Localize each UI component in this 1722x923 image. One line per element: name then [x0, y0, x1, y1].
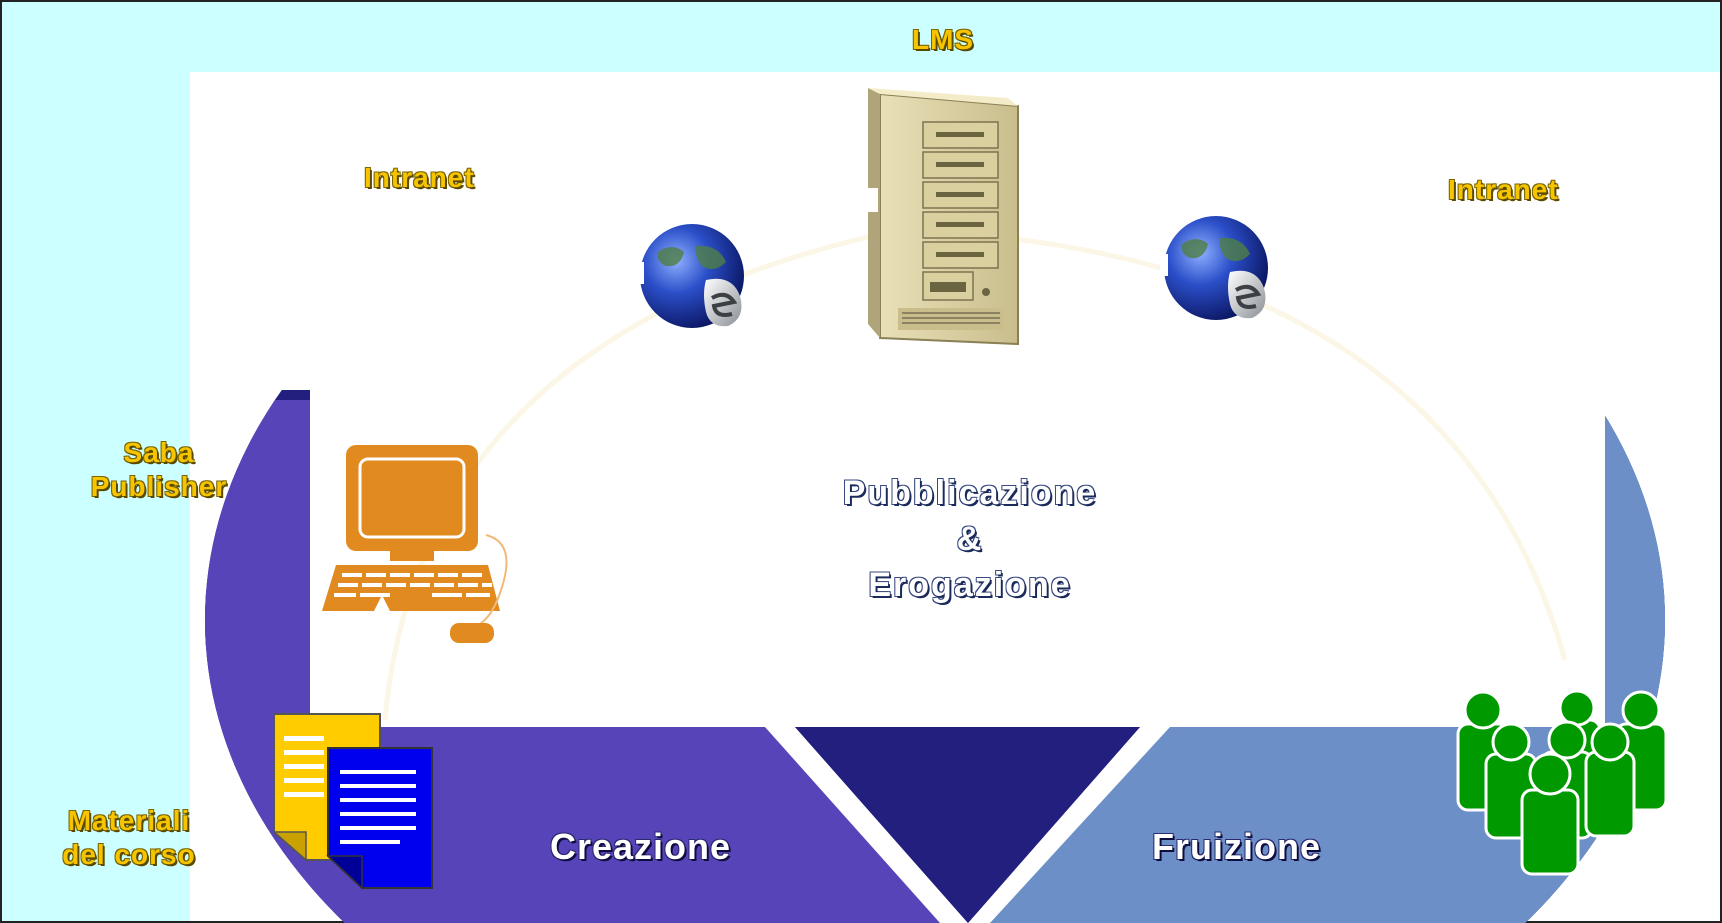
center-line-1: Pubblicazione [842, 474, 1098, 512]
center-line-3: Erogazione [868, 566, 1072, 604]
desktop-computer-icon [322, 445, 508, 643]
separator-right [968, 727, 1170, 923]
intranet-left-label: Intranet [364, 162, 475, 193]
creazione-label: Creazione [550, 826, 732, 867]
saba-publisher-label: Saba Publisher [66, 436, 252, 504]
publisher-line: Publisher [90, 471, 228, 502]
separator-left [765, 727, 968, 923]
intranet-right-label: Intranet [1448, 174, 1559, 205]
materials-line-2: del corso [62, 839, 196, 870]
documents-icon [274, 713, 433, 890]
user-group-icon [1456, 690, 1668, 876]
saba-line: Saba [123, 437, 195, 468]
lms-label: LMS [912, 24, 975, 55]
materials-line-1: Materiali [67, 805, 191, 836]
materials-label: Materiali del corso [36, 804, 222, 872]
center-panel [190, 72, 1720, 727]
server-tower-icon [868, 88, 1019, 346]
center-line-2: & [956, 520, 984, 558]
globe-right-icon [1160, 216, 1268, 320]
globe-left-icon [636, 224, 744, 328]
fruizione-label: Fruizione [1152, 826, 1321, 867]
center-label: Pubblicazione & Erogazione [770, 470, 1170, 608]
